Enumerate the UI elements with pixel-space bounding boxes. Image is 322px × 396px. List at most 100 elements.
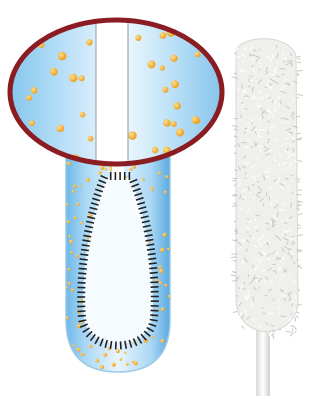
fiber: [150, 277, 158, 278]
particle: [159, 266, 162, 269]
swab-fiber: [244, 178, 246, 179]
particle: [116, 349, 120, 353]
particle: [81, 353, 85, 357]
swab-fiber: [236, 296, 239, 297]
swab-fiber: [271, 75, 276, 76]
swab-fiber: [293, 301, 294, 303]
particle: [86, 39, 92, 45]
particle: [148, 60, 156, 68]
fiber: [79, 264, 87, 265]
swab-tuft: [233, 311, 237, 312]
fiber: [121, 341, 122, 349]
particle: [86, 178, 90, 182]
swab-tuft: [297, 70, 303, 71]
fiber: [149, 268, 157, 269]
particle: [124, 352, 126, 354]
particle: [57, 125, 64, 132]
particle: [120, 358, 123, 361]
particle: [77, 348, 81, 352]
particle: [79, 75, 85, 81]
particle: [171, 121, 177, 127]
swab-fiber: [252, 238, 254, 239]
swab-fiber: [273, 271, 275, 272]
particle: [76, 255, 79, 258]
particle: [50, 68, 58, 76]
fiber: [80, 259, 88, 260]
particle: [100, 365, 104, 369]
swab-fiber: [275, 108, 276, 113]
particle: [67, 361, 70, 364]
swab-fiber: [291, 320, 295, 324]
swab-fiber: [280, 118, 282, 119]
swab-fiber: [251, 98, 255, 99]
particle: [168, 295, 171, 298]
swab-fiber: [269, 137, 272, 138]
swab-tuft: [297, 202, 299, 203]
particle: [159, 281, 162, 284]
swab-fiber: [291, 242, 294, 243]
particle: [159, 269, 163, 273]
particle: [73, 185, 76, 188]
fiber: [80, 254, 88, 255]
fiber: [148, 258, 156, 259]
particle: [160, 65, 165, 70]
swab-tuft: [297, 94, 303, 95]
swab-fiber: [253, 278, 258, 279]
particle: [69, 240, 73, 244]
particle: [161, 307, 165, 311]
particle: [67, 162, 71, 166]
fiber: [150, 315, 158, 316]
swab-tuft: [296, 56, 300, 57]
swab-tuft: [234, 73, 237, 74]
swab-fiber: [239, 71, 242, 72]
particle: [170, 55, 177, 62]
swab-tuft: [297, 75, 299, 76]
particle: [126, 363, 129, 366]
particle: [29, 120, 35, 126]
swab-fiber: [259, 69, 260, 71]
swab-fiber: [247, 219, 249, 220]
particle: [66, 17, 73, 24]
particle: [176, 128, 184, 136]
particle: [74, 368, 77, 371]
swab-tuft: [296, 316, 299, 318]
swab-tuft: [297, 97, 299, 98]
particle: [89, 345, 92, 348]
swab-fiber: [292, 328, 293, 331]
particle: [69, 74, 77, 82]
particle: [135, 35, 141, 41]
swab-fiber: [273, 299, 274, 301]
particle: [27, 38, 32, 43]
fiber: [150, 273, 158, 274]
particle: [160, 32, 167, 39]
swab-tuft: [231, 275, 237, 276]
swab-tuft: [233, 203, 237, 204]
swab-fiber: [255, 268, 256, 270]
particle: [192, 116, 200, 124]
swab-fiber: [290, 162, 291, 168]
particle: [164, 190, 167, 193]
swab-tuft: [297, 133, 301, 134]
swab-tuft: [296, 194, 299, 195]
swab-fiber: [286, 332, 292, 333]
particle: [151, 336, 154, 339]
particle: [165, 284, 168, 287]
particle: [180, 164, 188, 172]
swab-fiber: [290, 239, 295, 240]
fiber: [78, 316, 86, 317]
particle: [128, 131, 137, 140]
swab-fiber: [252, 333, 255, 337]
swab-fiber: [286, 234, 287, 237]
particle: [9, 20, 15, 26]
particle: [70, 251, 73, 254]
swab-tuft: [298, 58, 301, 59]
particle: [161, 339, 165, 343]
particle: [134, 361, 138, 365]
particle: [142, 178, 145, 181]
swab-fiber: [277, 252, 278, 255]
swab-tuft: [233, 178, 238, 179]
particle: [95, 359, 99, 363]
particle: [71, 288, 74, 291]
particle: [15, 134, 24, 143]
